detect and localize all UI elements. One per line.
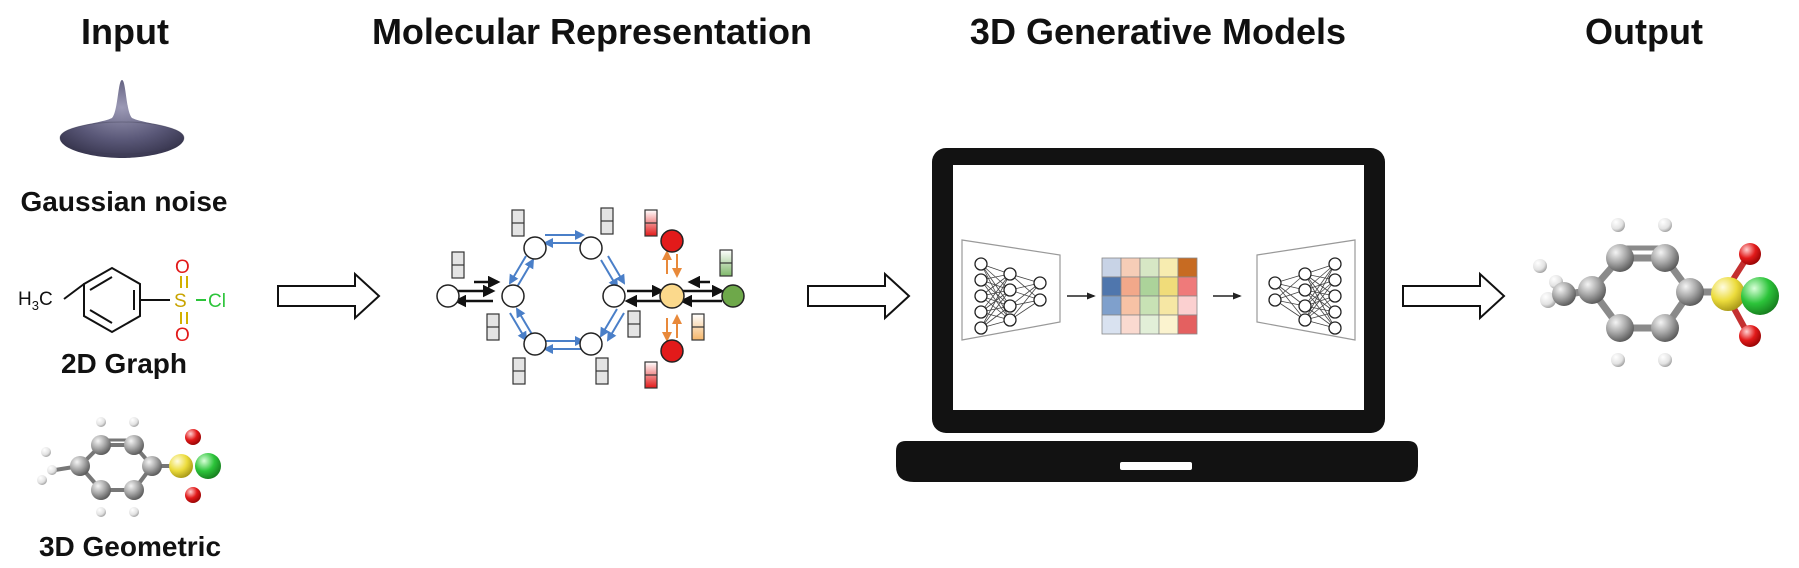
network-neuron bbox=[1328, 305, 1342, 319]
graph-node bbox=[436, 284, 460, 308]
laptop-base bbox=[896, 441, 1418, 482]
matrix-cell bbox=[1120, 314, 1141, 335]
feature-vector bbox=[600, 207, 614, 235]
network-neuron bbox=[974, 305, 988, 319]
feature-vector bbox=[486, 313, 500, 341]
matrix-cell bbox=[1158, 295, 1179, 316]
matrix-cell bbox=[1139, 276, 1160, 297]
label-2d-graph: 2D Graph bbox=[61, 348, 187, 379]
matrix-cell bbox=[1139, 314, 1160, 335]
network-neuron bbox=[1328, 321, 1342, 335]
network-neuron bbox=[1328, 257, 1342, 271]
flow-arrow-input-to-representation bbox=[277, 271, 381, 321]
network-neuron bbox=[1003, 267, 1017, 281]
matrix-cell bbox=[1177, 295, 1198, 316]
latent-feature-matrix bbox=[1101, 257, 1198, 335]
feature-vector-chlorine bbox=[719, 249, 733, 277]
molecular-graph bbox=[436, 207, 745, 389]
matrix-cell bbox=[1158, 276, 1179, 297]
graph-node bbox=[523, 332, 547, 356]
chem-oxygen-bottom: O bbox=[175, 325, 190, 346]
chem-sulfur: S bbox=[174, 291, 187, 312]
chem-methyl-c: C bbox=[39, 289, 53, 310]
matrix-cell bbox=[1101, 257, 1122, 278]
graph-node bbox=[523, 236, 547, 260]
feature-vector bbox=[451, 251, 465, 279]
graph-node-oxygen-bottom bbox=[660, 339, 684, 363]
label-3d-geometric: 3D Geometric bbox=[39, 531, 221, 562]
flow-arrow-models-to-output bbox=[1402, 271, 1506, 321]
header-molecular-representation: Molecular Representation bbox=[372, 11, 812, 52]
matrix-cell bbox=[1139, 257, 1160, 278]
graph-node bbox=[602, 284, 626, 308]
geometric-3d-molecule bbox=[37, 417, 221, 517]
header-input: Input bbox=[81, 11, 169, 52]
label-gaussian-noise: Gaussian noise bbox=[21, 186, 228, 217]
matrix-cell bbox=[1120, 295, 1141, 316]
graph-node bbox=[579, 332, 603, 356]
graph-node-sulfur bbox=[659, 283, 685, 309]
gaussian-noise-icon bbox=[59, 80, 185, 158]
network-neuron bbox=[1003, 313, 1017, 327]
feature-vector-oxygen bbox=[644, 209, 658, 237]
network-neuron bbox=[1268, 293, 1282, 307]
network-neuron bbox=[974, 257, 988, 271]
feature-vector-sulfur bbox=[691, 313, 705, 341]
network-neuron bbox=[1033, 293, 1047, 307]
decoder-network bbox=[1256, 239, 1356, 341]
network-neuron bbox=[1328, 289, 1342, 303]
chem-chlorine: Cl bbox=[208, 291, 226, 312]
feature-vector bbox=[595, 357, 609, 385]
matrix-cell bbox=[1139, 295, 1160, 316]
matrix-cell bbox=[1158, 314, 1179, 335]
matrix-cell bbox=[1101, 276, 1122, 297]
graph-node bbox=[579, 236, 603, 260]
network-neuron bbox=[1033, 276, 1047, 290]
flow-arrow-representation-to-models bbox=[807, 271, 911, 321]
output-molecule bbox=[1533, 218, 1779, 367]
graph-2d-structure: H3C S O O Cl bbox=[18, 257, 226, 346]
laptop-touchpad bbox=[1120, 462, 1192, 470]
matrix-cell bbox=[1101, 295, 1122, 316]
network-neuron bbox=[1003, 299, 1017, 313]
encoder-network bbox=[961, 239, 1061, 341]
matrix-cell bbox=[1120, 257, 1141, 278]
header-3d-generative-models: 3D Generative Models bbox=[970, 11, 1346, 52]
network-neuron bbox=[1298, 313, 1312, 327]
graph-node-oxygen-top bbox=[660, 229, 684, 253]
matrix-cell bbox=[1177, 314, 1198, 335]
chem-methyl-sub: 3 bbox=[32, 298, 39, 313]
network-neuron bbox=[1298, 267, 1312, 281]
feature-vector bbox=[627, 310, 641, 338]
chem-oxygen-top: O bbox=[175, 257, 190, 278]
network-neuron bbox=[1298, 299, 1312, 313]
matrix-cell bbox=[1101, 314, 1122, 335]
network-neuron bbox=[974, 321, 988, 335]
network-neuron bbox=[1268, 276, 1282, 290]
network-neuron bbox=[974, 273, 988, 287]
feature-vector bbox=[512, 357, 526, 385]
network-neuron bbox=[974, 289, 988, 303]
svg-text:H3C: H3C bbox=[18, 289, 53, 313]
network-neuron bbox=[1003, 283, 1017, 297]
feature-vector-oxygen bbox=[644, 361, 658, 389]
chem-methyl-h: H bbox=[18, 289, 32, 310]
network-neuron bbox=[1298, 283, 1312, 297]
network-neuron bbox=[1328, 273, 1342, 287]
matrix-cell bbox=[1158, 257, 1179, 278]
graph-node bbox=[501, 284, 525, 308]
matrix-cell bbox=[1120, 276, 1141, 297]
matrix-cell bbox=[1177, 276, 1198, 297]
graph-node-chlorine bbox=[721, 284, 745, 308]
feature-vector bbox=[511, 209, 525, 237]
header-output: Output bbox=[1585, 11, 1703, 52]
matrix-cell bbox=[1177, 257, 1198, 278]
